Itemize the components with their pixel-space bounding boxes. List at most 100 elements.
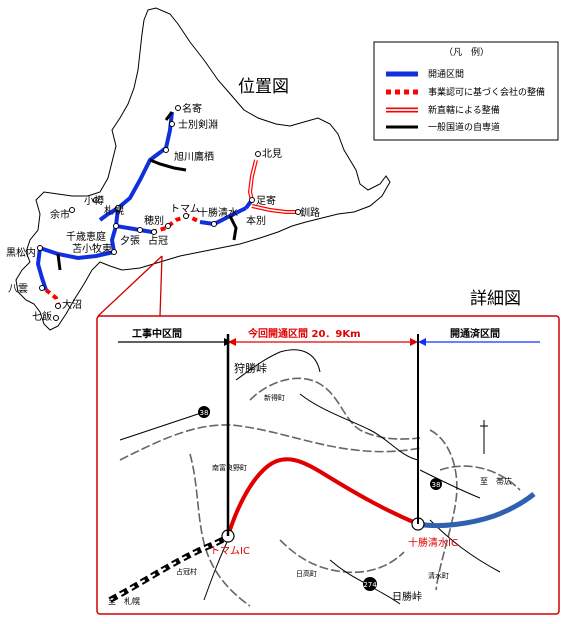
contour-2 [249,377,421,440]
north-arrow [480,420,488,454]
road-detail-north [235,349,321,381]
label-asahikawa: 旭川鷹栖 [174,150,214,163]
point-yubari [137,227,143,233]
legend-label-national: 一般国道の自専道 [428,121,500,133]
contour-6 [439,465,521,491]
arrow-opening-now-head-right [410,338,418,346]
point-shibetsu [169,121,175,127]
railway-sapporo-inner [109,535,229,601]
shield-38-west: 38 [200,409,209,417]
legend-label-open: 開通区間 [428,69,464,80]
label-shimizu-town: 清水町 [428,571,449,580]
label-tomakomai: 苫小牧東 [72,242,112,255]
point-tomakomai [111,249,117,255]
label-tomamu-ic: トマムIC [210,545,250,557]
road-national-asahikawa-east [149,158,187,172]
label-tomamu: トマム [170,203,200,215]
road-open-sapporo-tomakomai [109,207,120,253]
label-tokachi-shimizu-ic: 十勝清水IC [408,536,458,549]
road-national-west [56,253,62,271]
point-tomamu [183,213,189,219]
label-shimukappu: 占冠 [148,234,168,247]
callout-lines [97,255,163,317]
label-sapporo: 札幌 [104,204,124,217]
point-otaru [93,197,99,203]
point-kuromatsunai [37,245,43,251]
section-under-construction: 工事中区間 [132,327,182,340]
hokkaido-outline [15,7,391,331]
label-to-obihiro: 至 帯広 [480,476,512,486]
point-shimukappu [165,223,171,229]
point-kitami [255,151,261,157]
label-kushiro: 釧路 [300,206,320,219]
road-open-asahikawa-sapporo [98,111,174,222]
label-shimukappu-village: 占冠村 [176,567,197,576]
label-minamifurano-town: 南富良野町 [212,463,247,472]
legend-label-planned: 事業認可に基づく会社の整備 [428,86,545,98]
label-ashoro: 足寄 [256,194,276,207]
road-planned-tomamu [151,213,201,234]
road-national-obihiro [228,215,238,241]
arrow-already-open-head [418,338,426,346]
label-nayoro: 名寄 [182,102,202,115]
point-yakumo [39,285,45,291]
road-national-north [164,111,174,121]
point-chitose [113,223,119,229]
shield-274: 274 [363,581,377,589]
road-detail-38-east [419,469,481,499]
label-hobetsu: 穂別 [144,214,164,227]
bg-already-open [446,326,516,340]
label-yoichi: 余市 [50,208,70,221]
detail-route-open-done [417,492,536,529]
callout-line-left [97,255,163,317]
road-newdirect-kitami-inner [249,159,257,201]
label-yakumo: 八雲 [8,283,28,295]
shield-38-east: 38 [432,481,441,489]
point-nayoro [175,105,181,111]
location-map-title: 位置図 [238,77,289,97]
label-hidaka-pass: 日勝峠 [392,590,422,603]
shield-38-east-bg [430,478,442,490]
point-nanae [53,315,59,321]
detail-map-title: 詳細図 [470,289,521,309]
label-nanae: 七飯 [32,310,52,323]
contour-3 [189,453,251,607]
contour-5 [429,429,458,591]
label-karikachi-pass: 狩勝峠 [234,361,267,375]
legend: （凡 例） 開通区間 事業認可に基づく会社の整備 新直轄による整備 一般国道の自… [373,41,559,141]
road-open-tomakomai-oshamambe [35,245,115,291]
detail-route-opening-now [226,457,419,537]
section-header: 工事中区間 今回開通区間 20．9Km 開通済区間 [118,326,540,346]
legend-label-newdirect: 新直轄による整備 [428,104,500,116]
legend-header: （凡 例） [444,46,489,58]
point-yoichi [69,207,75,213]
detail-labels: 狩勝峠 新得町 南富良野町 占冠村 日高町 清水町 日勝峠 至 帯広 至 札幌 … [108,361,512,606]
label-chitose: 千歳恵庭 [66,230,106,243]
road-newdirect-kushiro-inner [251,205,298,213]
location-points [37,105,301,321]
route-shields: 38 38 274 [198,406,442,591]
point-kushiro [295,209,301,215]
label-hidaka-town: 日高町 [296,569,317,578]
location-labels: 名寄 士別剣淵 旭川鷹栖 北見 足寄 釧路 本別 十勝清水 トマム 穂別 夕張 … [6,102,320,323]
callout-line-right [159,255,163,317]
point-sapporo [115,205,121,211]
shield-274-bg [363,577,377,591]
location-roads [35,111,298,311]
bg-opening-now [244,326,394,340]
label-yubari: 夕張 [120,235,140,247]
shield-38-west-bg [198,406,210,418]
point-shimizu [211,221,217,227]
point-asahikawa [163,147,169,153]
road-open-shimizu-honbetsu [199,206,247,227]
label-shibetsu: 士別剣淵 [178,118,218,131]
point-onuma [55,303,61,309]
label-kuromatsunai: 黒松内 [6,246,36,259]
label-shintoku-town: 新得町 [264,393,285,402]
label-to-sapporo: 至 札幌 [108,596,140,606]
detail-frame [96,315,560,615]
label-onuma: 大沼 [62,298,82,311]
section-opening-now: 今回開通区間 20．9Km [247,327,361,340]
